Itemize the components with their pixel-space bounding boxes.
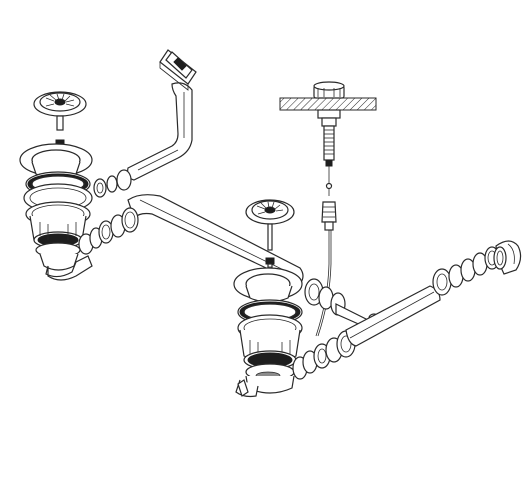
overflow-outlet-head (159, 49, 197, 91)
right-drain-body (233, 267, 303, 398)
overflow-pipe (93, 82, 193, 198)
left-drain-body (19, 143, 93, 281)
right-lower-couplers (292, 330, 356, 380)
remote-control-knob (279, 81, 377, 167)
waste-elbow (493, 240, 522, 275)
outlet-couplers (432, 246, 500, 296)
left-strainer-basket (33, 91, 87, 131)
right-strainer-basket (245, 199, 295, 251)
left-pipe-couplers (78, 207, 139, 255)
